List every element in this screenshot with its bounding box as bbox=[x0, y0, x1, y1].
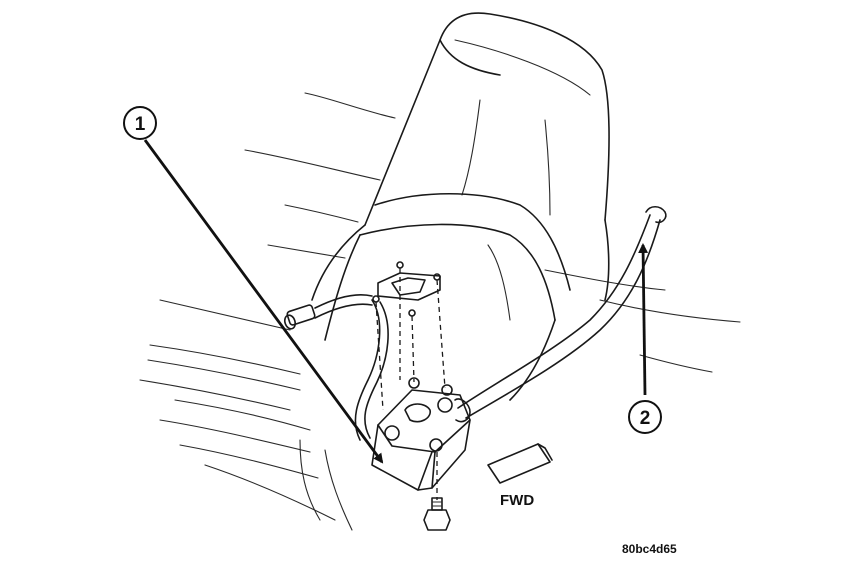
fastener-alignment-lines bbox=[375, 268, 446, 500]
leader-arrows bbox=[143, 139, 649, 464]
harness-connector bbox=[283, 304, 316, 330]
callout-1: 1 bbox=[123, 106, 157, 140]
fwd-arrow-icon bbox=[487, 443, 553, 484]
figure-reference: 80bc4d65 bbox=[622, 542, 677, 556]
wire-harness bbox=[283, 293, 389, 441]
callout-2: 2 bbox=[628, 400, 662, 434]
sensor-module bbox=[371, 377, 471, 491]
cable bbox=[454, 205, 667, 423]
seat-cushion bbox=[311, 224, 556, 401]
callout-1-number: 1 bbox=[135, 114, 146, 135]
seat-back bbox=[359, 12, 610, 321]
callout-2-number: 2 bbox=[640, 408, 651, 429]
body-panel-lines bbox=[139, 92, 741, 531]
direction-label: FWD bbox=[500, 492, 534, 509]
mounting-bolt bbox=[423, 497, 451, 531]
